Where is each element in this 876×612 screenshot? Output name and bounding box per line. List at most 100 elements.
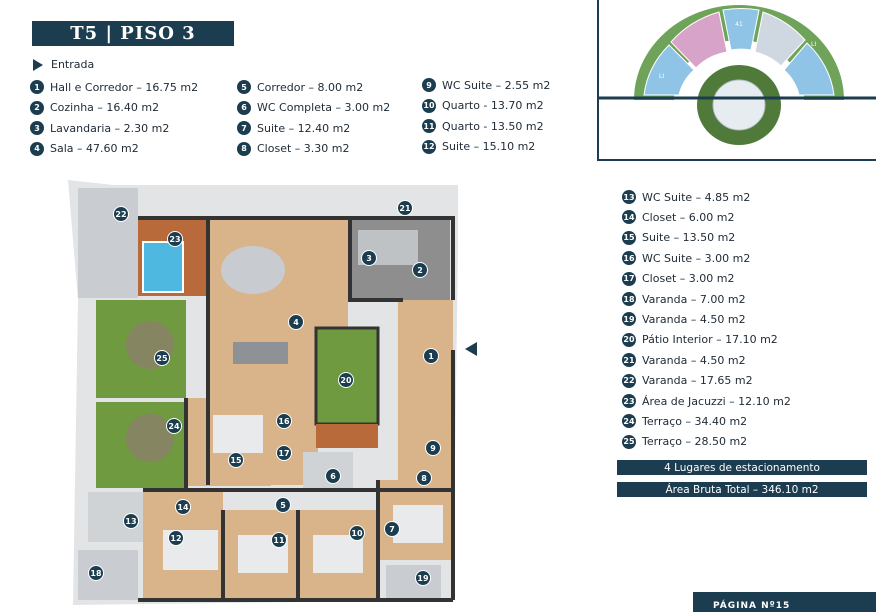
entrance-arrow-icon — [33, 58, 43, 71]
legend-item: 10 Quarto - 13.70 m2 — [422, 98, 544, 113]
legend-number-badge: 15 — [622, 230, 636, 245]
legend-number-badge: 16 — [622, 251, 636, 266]
legend-item: 8 Closet – 3.30 m2 — [237, 141, 350, 156]
legend-label: Closet – 3.30 m2 — [257, 142, 350, 155]
plan-marker: 24 — [166, 418, 182, 434]
legend-item: 25 Terraço – 28.50 m2 — [622, 434, 748, 449]
legend-item: 13 WC Suite – 4.85 m2 — [622, 190, 750, 204]
building-key-plan: 41 LI LI — [597, 0, 876, 161]
legend-label: Terraço – 28.50 m2 — [642, 435, 748, 449]
legend-label: Pátio Interior – 17.10 m2 — [642, 333, 778, 347]
gross-area-bar: Área Bruta Total – 346.10 m2 — [617, 482, 867, 497]
plan-marker: 14 — [175, 499, 191, 515]
legend-number-badge: 18 — [622, 292, 636, 306]
plan-marker: 16 — [276, 413, 292, 429]
minimap-label-b: LI — [659, 73, 664, 80]
legend-label: Varanda – 7.00 m2 — [642, 292, 746, 306]
building-key-plan-graphic: 41 LI LI — [599, 5, 876, 145]
plan-marker: 9 — [425, 440, 441, 456]
plan-marker: 18 — [88, 565, 104, 581]
legend-label: Suite – 15.10 m2 — [442, 140, 536, 153]
plan-marker: 1 — [423, 348, 439, 364]
plan-marker: 6 — [325, 468, 341, 484]
plan-marker: 10 — [349, 525, 365, 541]
legend-item: 17 Closet – 3.00 m2 — [622, 271, 735, 286]
legend-number-badge: 22 — [622, 373, 636, 388]
plan-marker: 15 — [228, 452, 244, 468]
legend-label: Corredor – 8.00 m2 — [257, 80, 364, 94]
legend-label: WC Suite – 3.00 m2 — [642, 251, 751, 265]
legend-number-badge: 12 — [422, 139, 436, 154]
legend-item: 6 WC Completa – 3.00 m2 — [237, 100, 391, 115]
legend-label: Terraço – 34.40 m2 — [642, 414, 748, 428]
legend-number-badge: 7 — [237, 121, 251, 135]
legend-label: Closet – 6.00 m2 — [642, 210, 735, 224]
legend-number-badge: 3 — [30, 121, 44, 135]
legend-number-badge: 19 — [622, 312, 636, 327]
plan-marker: 3 — [361, 250, 377, 266]
plan-marker: 23 — [167, 231, 183, 247]
legend-number-badge: 13 — [622, 190, 636, 204]
legend-item: 18 Varanda – 7.00 m2 — [622, 292, 746, 306]
legend-item: 19 Varanda – 4.50 m2 — [622, 312, 746, 327]
page-number: PÁGINA Nº15 — [693, 592, 876, 612]
legend-label: Lavandaria – 2.30 m2 — [50, 121, 170, 135]
legend-number-badge: 6 — [237, 100, 251, 115]
legend-label: WC Suite – 2.55 m2 — [442, 78, 551, 92]
plan-marker: 12 — [168, 530, 184, 546]
plan-marker: 25 — [154, 350, 170, 366]
legend-number-badge: 25 — [622, 434, 636, 449]
plan-marker: 20 — [338, 372, 354, 388]
legend-item: 16 WC Suite – 3.00 m2 — [622, 251, 751, 266]
legend-item: 9 WC Suite – 2.55 m2 — [422, 78, 550, 92]
legend-item: 12 Suite – 15.10 m2 — [422, 139, 536, 154]
legend-label: WC Suite – 4.85 m2 — [642, 190, 751, 204]
legend-label: Hall e Corredor – 16.75 m2 — [50, 80, 199, 94]
legend-item: 11 Quarto - 13.50 m2 — [422, 119, 544, 133]
legend-item: 24 Terraço – 34.40 m2 — [622, 414, 748, 429]
legend-number-badge: 9 — [422, 78, 436, 92]
legend-number-badge: 10 — [422, 98, 436, 113]
legend-label: Quarto - 13.50 m2 — [442, 119, 544, 133]
legend-label: Varanda – 4.50 m2 — [642, 312, 746, 326]
legend-label: Cozinha – 16.40 m2 — [50, 101, 160, 114]
legend-number-badge: 17 — [622, 271, 636, 286]
legend-number-badge: 11 — [422, 119, 436, 133]
plan-marker: 2 — [412, 262, 428, 278]
legend-label: Suite – 12.40 m2 — [257, 121, 351, 135]
plan-marker: 22 — [113, 206, 129, 222]
legend-number-badge: 14 — [622, 210, 636, 225]
legend-item: 4 Sala – 47.60 m2 — [30, 141, 139, 156]
floor-plan-graphic — [68, 180, 458, 605]
plan-marker: 21 — [397, 200, 413, 216]
entrance-label: Entrada — [51, 58, 95, 71]
legend-label: WC Completa – 3.00 m2 — [257, 101, 391, 114]
entrance-arrow-icon — [465, 342, 477, 356]
legend-label: Suite – 13.50 m2 — [642, 231, 736, 245]
plan-marker: 19 — [415, 570, 431, 586]
legend-item: 21 Varanda – 4.50 m2 — [622, 353, 746, 368]
plan-marker: 7 — [384, 521, 400, 537]
legend-label: Sala – 47.60 m2 — [50, 142, 139, 155]
legend-number-badge: 23 — [622, 394, 636, 408]
legend-label: Varanda – 4.50 m2 — [642, 353, 746, 367]
parking-bar: 4 Lugares de estacionamento — [617, 460, 867, 475]
legend-number-badge: 4 — [30, 141, 44, 156]
legend-number-badge: 24 — [622, 414, 636, 429]
legend-number-badge: 5 — [237, 80, 251, 94]
legend-number-badge: 21 — [622, 353, 636, 368]
plan-marker: 11 — [271, 532, 287, 548]
legend-number-badge: 8 — [237, 141, 251, 156]
minimap-label-a: 41 — [735, 21, 743, 28]
legend-item: 3 Lavandaria – 2.30 m2 — [30, 121, 169, 135]
legend-label: Quarto - 13.70 m2 — [442, 99, 544, 112]
plan-marker: 5 — [275, 497, 291, 513]
legend-item: 7 Suite – 12.40 m2 — [237, 121, 350, 135]
legend-label: Closet – 3.00 m2 — [642, 272, 735, 286]
